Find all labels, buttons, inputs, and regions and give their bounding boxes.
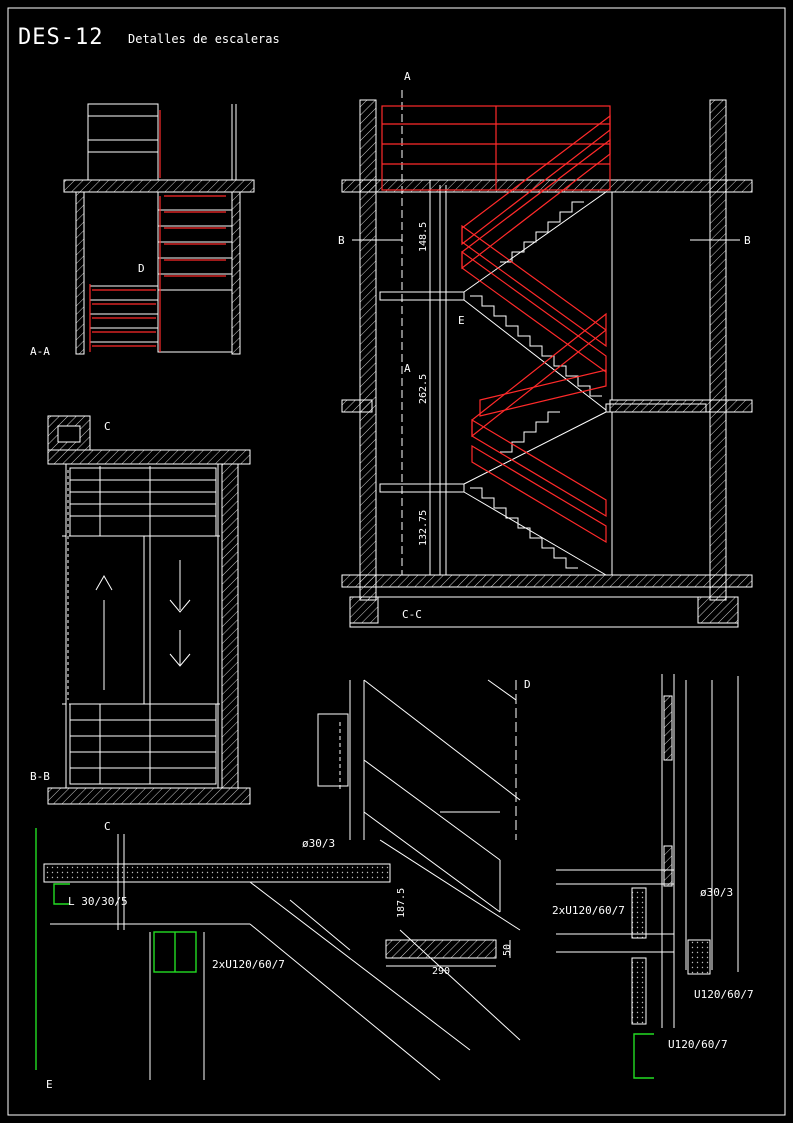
cut-label-b-left: B bbox=[338, 234, 345, 247]
section-bb bbox=[47, 415, 251, 805]
bar-label: ø30/3 bbox=[302, 837, 335, 850]
section-label-aa: A-A bbox=[30, 345, 50, 358]
detail-column-channel bbox=[556, 674, 739, 1028]
cut-label-e-detail: E bbox=[46, 1078, 53, 1091]
bar-label-b: ø30/3 bbox=[700, 886, 733, 899]
detail-e bbox=[43, 834, 521, 1081]
channel-single-label: U120/60/7 bbox=[694, 988, 754, 1001]
angle-label: L 30/30/5 bbox=[68, 895, 128, 908]
detail-d bbox=[317, 679, 521, 913]
dimension-290: 290 bbox=[432, 966, 450, 977]
detail-column-channel-steel bbox=[633, 1033, 654, 1079]
cut-label-a-mid: A bbox=[404, 362, 411, 375]
section-cc-railing bbox=[381, 105, 611, 544]
dimension-187-5: 187.5 bbox=[396, 888, 407, 918]
section-label-bb: B-B bbox=[30, 770, 50, 783]
channel-double-label-b: 2xU120/60/7 bbox=[552, 904, 625, 917]
section-label-cc: C-C bbox=[402, 608, 422, 621]
dimension-148-5: 148.5 bbox=[418, 222, 429, 252]
section-cc bbox=[341, 90, 753, 628]
cut-label-c-top: C bbox=[104, 420, 111, 433]
detail-e-steel bbox=[35, 828, 197, 1070]
sheet-border bbox=[7, 7, 786, 1116]
cut-label-d-detail: D bbox=[524, 678, 531, 691]
dimension-50: 50 bbox=[502, 944, 513, 956]
cut-label-a-top: A bbox=[404, 70, 411, 83]
section-aa bbox=[63, 103, 255, 355]
drawing-subtitle: Detalles de escaleras bbox=[128, 32, 280, 46]
dimension-262-5: 262.5 bbox=[418, 374, 429, 404]
cut-label-b-right: B bbox=[744, 234, 751, 247]
channel-single-label-b: U120/60/7 bbox=[668, 1038, 728, 1051]
cut-label-c-bottom: C bbox=[104, 820, 111, 833]
drawing-title: DES-12 bbox=[18, 25, 103, 50]
cut-label-d-aa: D bbox=[138, 262, 145, 275]
channel-double-label: 2xU120/60/7 bbox=[212, 958, 285, 971]
dimension-132-75: 132.75 bbox=[418, 510, 429, 546]
cut-label-e-cc: E bbox=[458, 314, 465, 327]
section-aa-railing bbox=[89, 110, 226, 352]
